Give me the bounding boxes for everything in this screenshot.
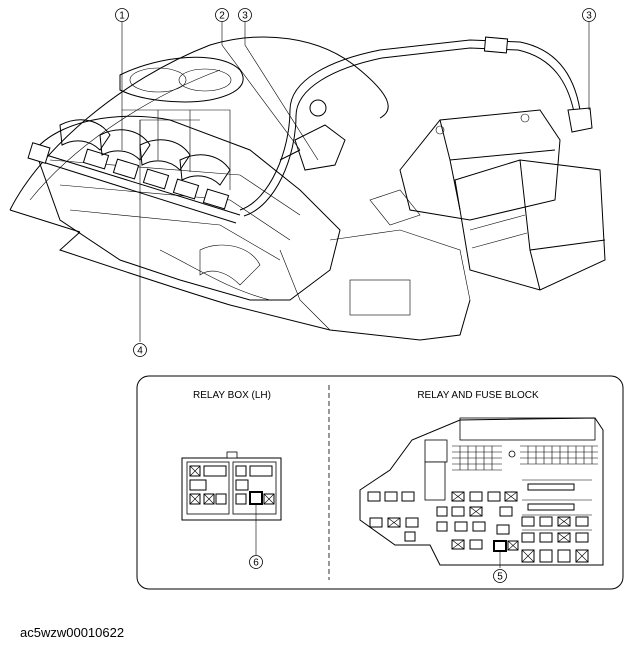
callout-3-right-label: 3 — [586, 11, 592, 22]
relay-panel: RELAY BOX (LH) RELAY AND FUSE BLOCK — [136, 375, 624, 590]
callout-3-left-label: 3 — [242, 11, 248, 22]
callout-4-label: 4 — [137, 346, 143, 357]
callout-1: 1 — [115, 8, 129, 22]
callout-leaders — [121, 22, 590, 342]
relay-fuse-block — [359, 417, 604, 568]
callout-6-label: 6 — [253, 558, 259, 569]
callout-4: 4 — [133, 343, 147, 357]
callout-3-right: 3 — [582, 8, 596, 22]
callout-3-left: 3 — [238, 8, 252, 22]
relay-box-lh-title: RELAY BOX (LH) — [193, 390, 271, 401]
callout-2: 2 — [215, 8, 229, 22]
relay-box-lh — [181, 451, 282, 555]
callout-2-label: 2 — [219, 11, 225, 22]
fuse-grid — [452, 445, 598, 471]
figure-caption: ac5wzw00010622 — [20, 625, 125, 640]
relay-fuse-block-title: RELAY AND FUSE BLOCK — [417, 390, 539, 401]
battery-area — [399, 109, 606, 291]
callout-5: 5 — [493, 569, 507, 583]
purge-valve — [279, 99, 346, 171]
fuel-rail — [27, 142, 241, 224]
callout-6: 6 — [249, 555, 263, 569]
callout-1-label: 1 — [119, 11, 125, 22]
engine-bay-illustration — [9, 36, 606, 341]
callout-5-label: 5 — [497, 572, 503, 583]
